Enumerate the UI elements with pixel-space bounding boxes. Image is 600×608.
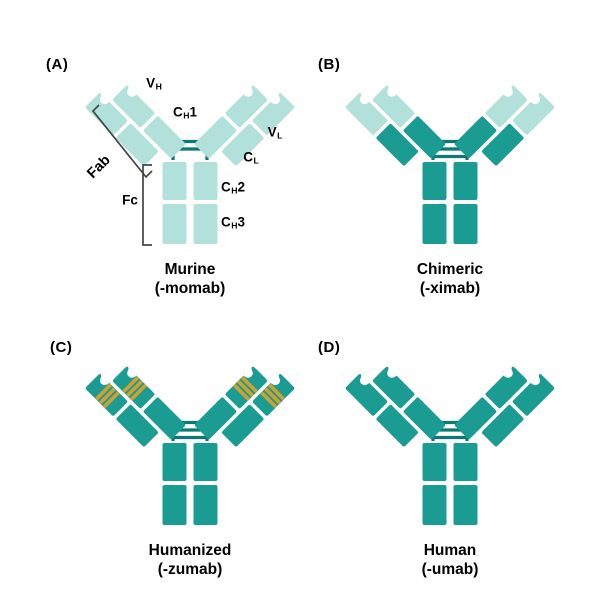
human-antibody-diagram (320, 331, 580, 531)
panel-letter-a: (A) (46, 56, 69, 73)
label-vh: VH (146, 75, 162, 92)
label-fc: Fc (122, 192, 138, 208)
panel-humanized: (C) Humanized (-zumab) (30, 328, 310, 608)
humanized-antibody-diagram (60, 331, 320, 531)
label-ch1: CH1 (173, 104, 197, 121)
panel-letter-d: (D) (318, 339, 341, 356)
panel-letter-b: (B) (318, 56, 341, 73)
label-ch3: CH3 (221, 214, 245, 231)
panel-human: (D) Human (-umab) (300, 328, 580, 608)
panel-murine: (A) VH CH1 VL CL CH2 CH3 Fab Fc Murine (… (30, 45, 310, 325)
label-vl: VL (267, 124, 283, 141)
antibody-suffix: (-ximab) (419, 279, 481, 297)
antibody-type-name: Murine (164, 261, 216, 278)
antibody-type-name: Human (423, 542, 477, 559)
panel-chimeric: (B) Chimeric (-ximab) (300, 45, 580, 325)
panel-letter-c: (C) (50, 339, 73, 356)
caption-murine: Murine (-momab) (80, 261, 300, 298)
caption-chimeric: Chimeric (-ximab) (340, 261, 560, 298)
antibody-suffix: (-zumab) (157, 560, 223, 578)
antibody-type-name: Chimeric (416, 261, 484, 278)
antibody-suffix: (-umab) (421, 560, 479, 578)
caption-humanized: Humanized (-zumab) (80, 542, 300, 579)
antibody-type-name: Humanized (148, 542, 232, 559)
murine-antibody-diagram (60, 50, 320, 250)
label-cl: CL (243, 149, 259, 166)
antibody-suffix: (-momab) (154, 279, 226, 297)
caption-human: Human (-umab) (340, 542, 560, 579)
chimeric-antibody-diagram (320, 50, 580, 250)
label-ch2: CH2 (221, 179, 245, 196)
